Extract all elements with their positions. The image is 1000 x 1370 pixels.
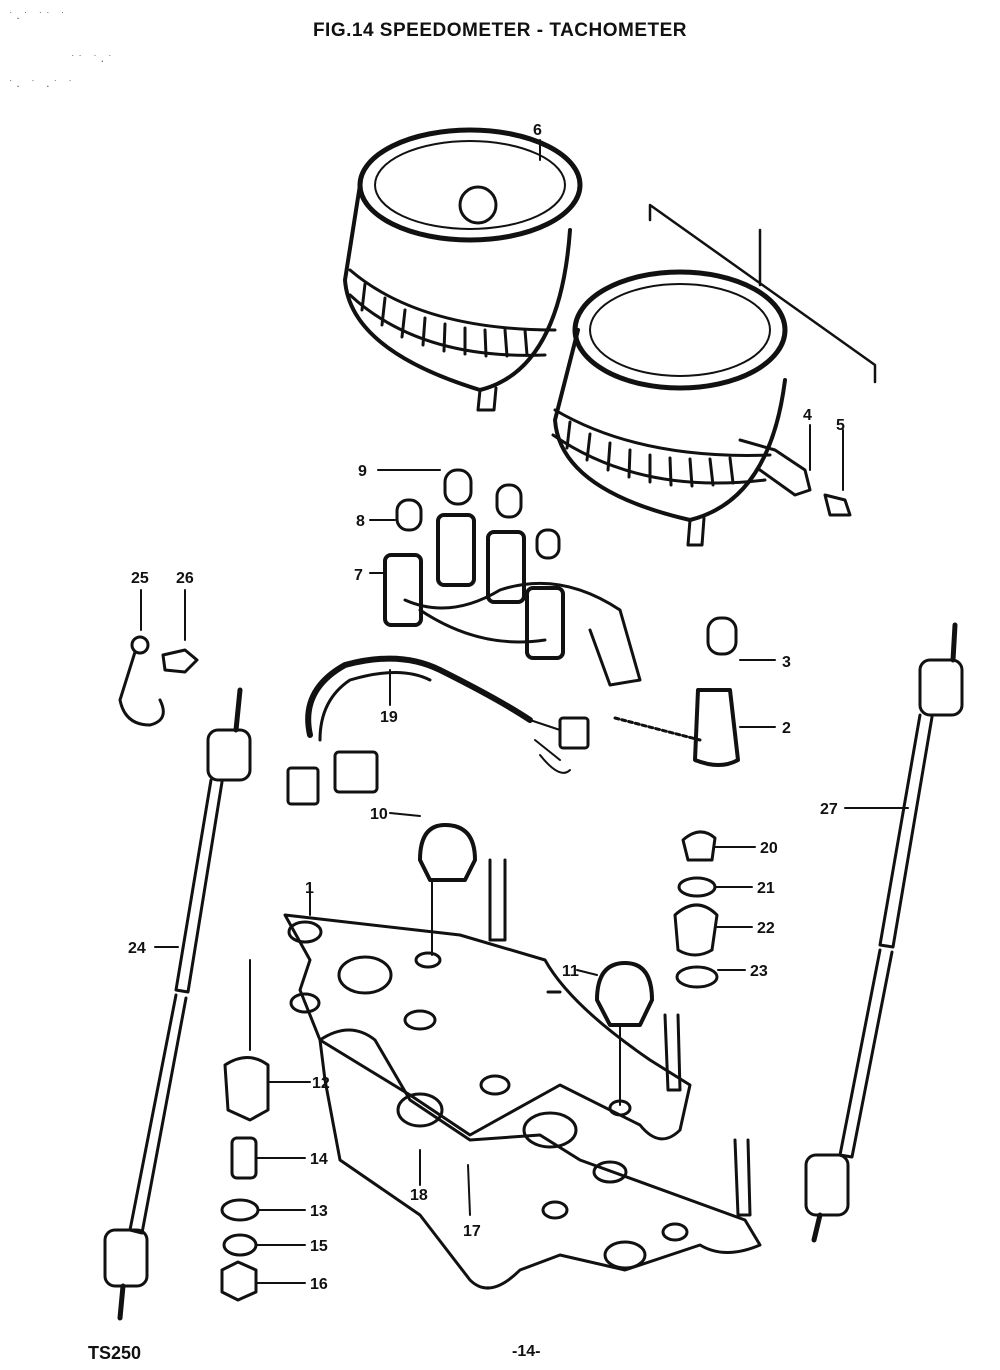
- page-number: -14-: [512, 1343, 541, 1360]
- callout-9: 9: [358, 463, 367, 480]
- callout-5: 5: [836, 417, 845, 434]
- speedometer-part: [343, 127, 583, 412]
- callout-20: 20: [760, 840, 778, 857]
- callout-22: 22: [757, 920, 775, 937]
- callout-8: 8: [356, 513, 365, 530]
- tachometer-cable: [804, 622, 964, 1243]
- callout-13: 13: [310, 1203, 328, 1220]
- callout-26: 26: [176, 570, 194, 587]
- scan-noise: ˙. ˙ .˙ ˙: [8, 80, 75, 90]
- bulb-socket-harness: [383, 468, 642, 687]
- stud-parts-stack: [673, 830, 719, 989]
- leader-lines: [140, 139, 909, 1284]
- callout-3: 3: [782, 654, 791, 671]
- callout-16: 16: [310, 1276, 328, 1293]
- model-label: TS250: [88, 1343, 142, 1363]
- figure-title: FIG.14 SPEEDOMETER - TACHOMETER: [312, 20, 688, 41]
- stud-hardware-left: [220, 1056, 270, 1302]
- clip-and-screw: [118, 635, 199, 727]
- callout-12: 12: [312, 1075, 330, 1092]
- callout-11: 11: [562, 963, 579, 980]
- callout-18: 18: [410, 1187, 428, 1204]
- callout-15: 15: [310, 1238, 328, 1255]
- callout-27: 27: [820, 801, 838, 818]
- callout-7: 7: [354, 567, 363, 584]
- mounting-bracket: [283, 858, 762, 1290]
- callout-17: 17: [463, 1223, 481, 1240]
- callout-1: 1: [305, 880, 314, 897]
- callout-25: 25: [131, 570, 149, 587]
- grommet-10: [418, 823, 477, 882]
- callout-24: 24: [128, 940, 146, 957]
- callout-19: 19: [380, 709, 398, 726]
- callout-23: 23: [750, 963, 768, 980]
- callout-21: 21: [757, 880, 775, 897]
- scan-noise: ˙˙ ˙.˙: [70, 55, 115, 65]
- callout-14: 14: [310, 1151, 328, 1168]
- grommet-11: [595, 961, 654, 1027]
- callout-10: 10: [370, 806, 388, 823]
- callout-2: 2: [782, 720, 791, 737]
- callout-6: 6: [533, 122, 542, 139]
- callout-labels: 6 4 5 9 8 7 25 26 3 2 19 10 20 21 22 23 …: [128, 122, 845, 1293]
- pilot-lamp-part: [613, 616, 740, 767]
- tachometer-part: [551, 269, 852, 547]
- scan-noise: ˙.˙ ˙˙ ˙: [8, 12, 68, 22]
- callout-4: 4: [803, 407, 812, 424]
- wiring-harness: [286, 655, 590, 806]
- speedometer-cable: [103, 687, 252, 1321]
